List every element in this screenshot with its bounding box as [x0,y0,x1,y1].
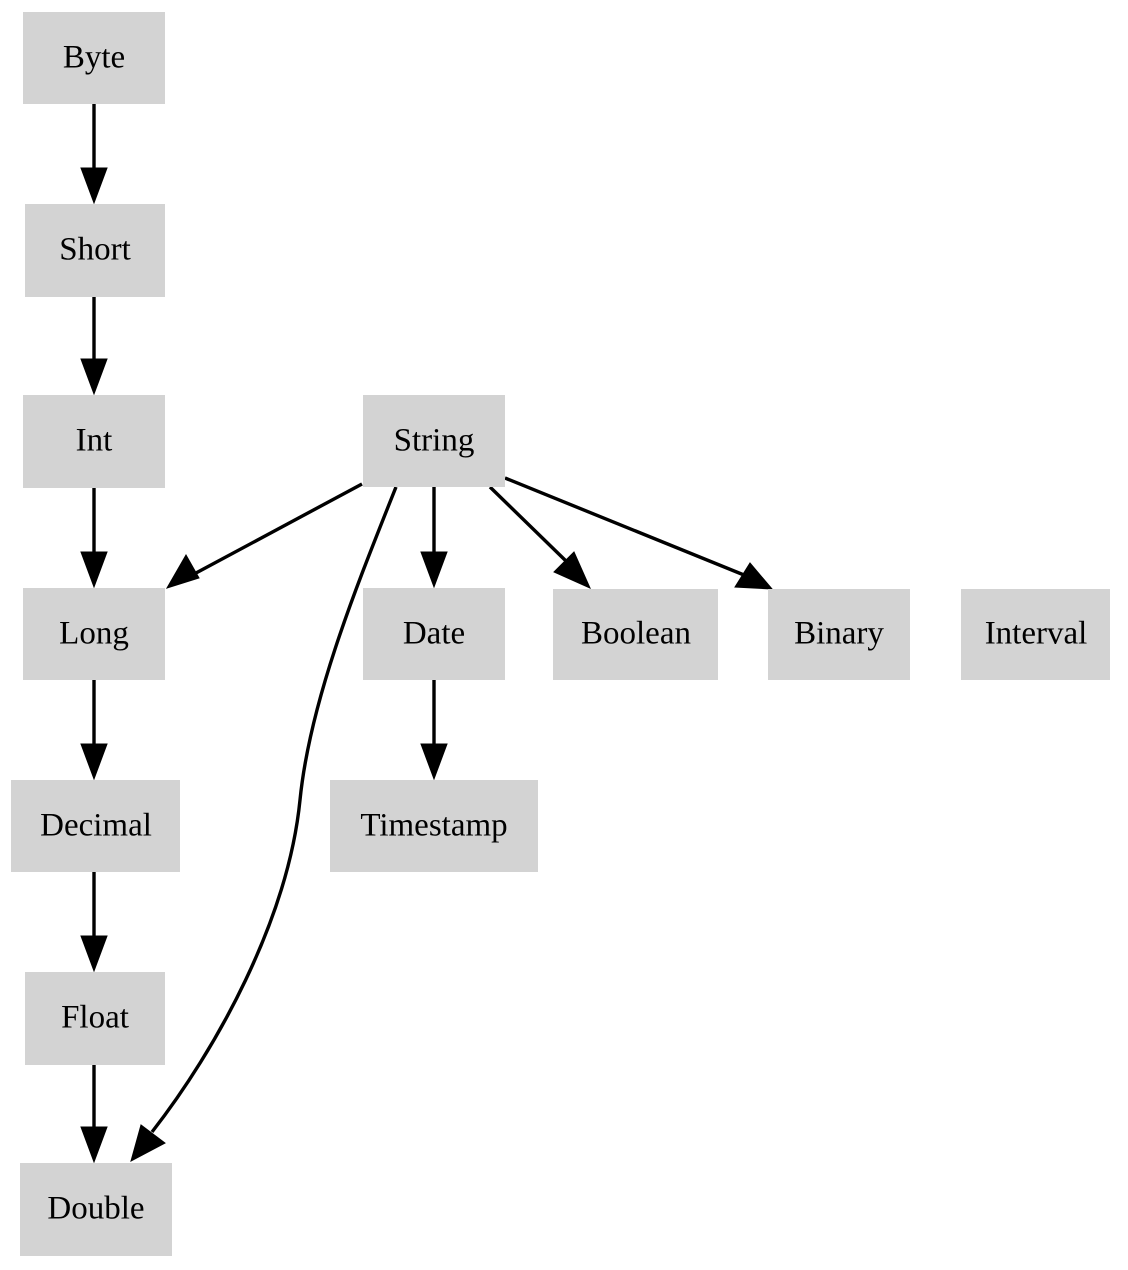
node-float[interactable]: Float [25,972,165,1065]
edge-string-binary [504,476,774,590]
edge-string-date [420,487,448,589]
node-byte-label: Byte [63,40,125,76]
node-timestamp-label: Timestamp [360,808,507,844]
node-double-label: Double [47,1191,144,1227]
node-decimal-label: Decimal [40,808,152,844]
node-interval-label: Interval [985,616,1088,652]
node-date-label: Date [403,616,465,652]
node-timestamp[interactable]: Timestamp [330,780,538,872]
node-float-label: Float [61,1000,129,1036]
edge-layer [80,104,774,1164]
edge-float-double [80,1065,108,1164]
edge-short-int [80,297,108,396]
node-layer: Byte Short Int String Long Date [11,12,1110,1256]
node-short-label: Short [59,232,131,268]
node-interval[interactable]: Interval [961,589,1110,680]
node-int[interactable]: Int [23,395,165,488]
node-int-label: Int [76,423,113,459]
node-boolean-label: Boolean [581,616,691,652]
node-short[interactable]: Short [25,204,165,297]
node-long[interactable]: Long [23,588,165,680]
node-boolean[interactable]: Boolean [553,589,718,680]
edge-string-boolean [488,485,591,589]
node-long-label: Long [59,616,129,652]
node-decimal[interactable]: Decimal [11,780,180,872]
node-binary-label: Binary [794,616,884,652]
edge-decimal-float [80,872,108,973]
node-string-label: String [394,423,475,459]
edge-date-timestamp [420,680,448,781]
node-byte[interactable]: Byte [23,12,165,104]
node-string[interactable]: String [363,395,505,487]
node-date[interactable]: Date [363,588,505,680]
node-binary[interactable]: Binary [768,589,910,680]
edge-byte-short [80,104,108,205]
node-double[interactable]: Double [20,1163,172,1256]
edge-string-long [165,482,363,589]
edge-long-decimal [80,680,108,781]
edge-int-long [80,488,108,589]
edge-string-double [130,486,398,1162]
